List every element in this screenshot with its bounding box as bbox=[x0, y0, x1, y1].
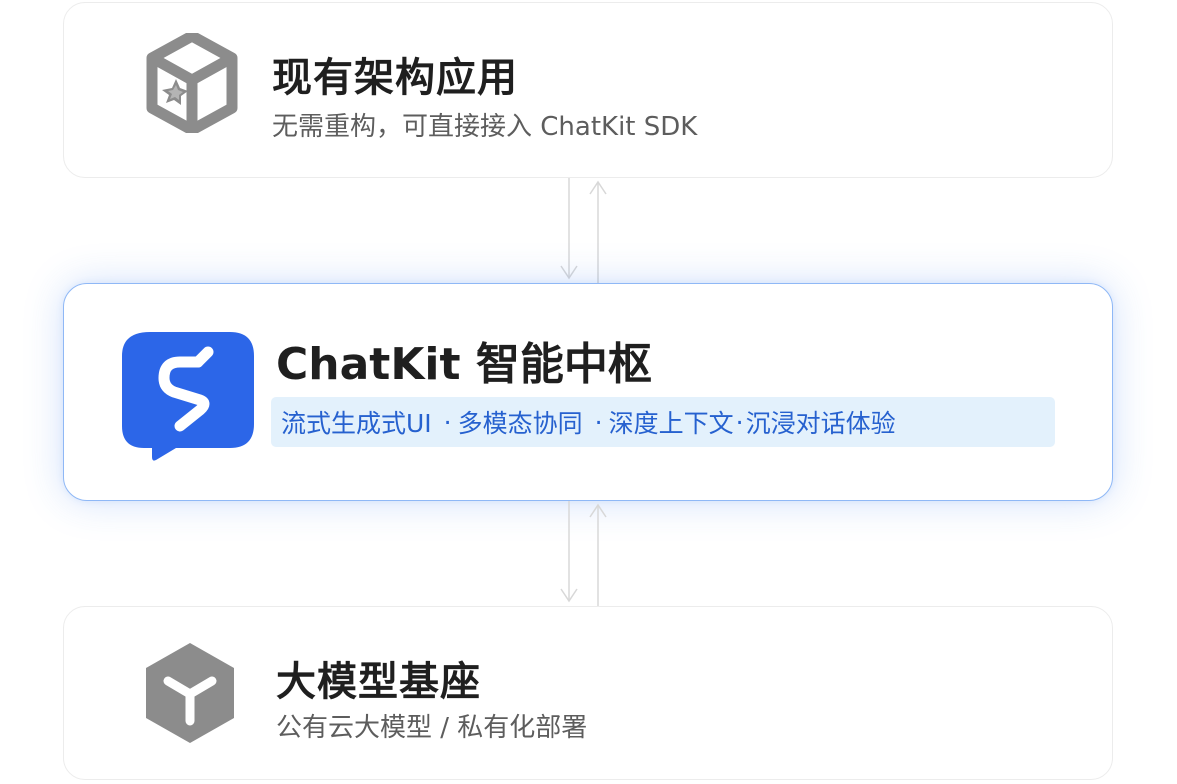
feature-tag: 多模态协同 bbox=[457, 409, 583, 438]
layer-title: ChatKit 智能中枢 bbox=[276, 339, 652, 390]
layer-card-model-foundation: 大模型基座 公有云大模型 / 私有化部署 bbox=[63, 606, 1113, 780]
feature-tag-strip: 流式生成式UI · 多模态协同 · 深度上下文 · 沉浸对话体验 bbox=[271, 397, 1055, 447]
feature-tag: 沉浸对话体验 bbox=[745, 409, 896, 438]
layer-card-chatkit-hub: ChatKit 智能中枢 流式生成式UI · 多模态协同 · 深度上下文 · 沉… bbox=[63, 283, 1113, 501]
layer-subtitle: 公有云大模型 / 私有化部署 bbox=[276, 713, 588, 743]
cube-star-icon bbox=[146, 30, 238, 136]
feature-tag: 流式生成式UI bbox=[281, 409, 432, 438]
layer-title: 大模型基座 bbox=[276, 659, 481, 705]
feature-separator: · bbox=[594, 407, 603, 437]
feature-separator: · bbox=[735, 407, 744, 437]
layer-subtitle: 无需重构，可直接接入 ChatKit SDK bbox=[272, 112, 698, 142]
layer-card-existing-apps: 现有架构应用 无需重构，可直接接入 ChatKit SDK bbox=[63, 2, 1113, 178]
bidirectional-connector-upper bbox=[560, 178, 607, 283]
lightning-chat-logo bbox=[120, 330, 256, 464]
bidirectional-connector-lower bbox=[560, 501, 607, 606]
feature-separator: · bbox=[443, 407, 452, 437]
cube-y-icon bbox=[142, 641, 238, 745]
feature-tag: 深度上下文 bbox=[608, 409, 734, 438]
layer-title: 现有架构应用 bbox=[272, 55, 518, 101]
